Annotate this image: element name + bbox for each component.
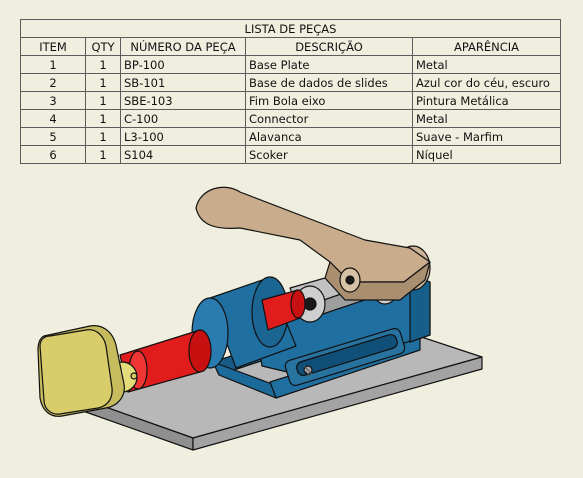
column-header-description: DESCRIÇÃO	[245, 37, 413, 56]
parts-list-title-row: LISTA DE PEÇAS	[19, 19, 562, 38]
cell-part-number: BP-100	[120, 55, 246, 74]
column-header-appearance: APARÊNCIA	[411, 37, 562, 56]
pressure-pad	[37, 325, 125, 417]
cell-description: Alavanca	[245, 127, 413, 146]
column-header-qty: QTY	[85, 37, 121, 56]
cell-description: Connector	[245, 109, 413, 128]
cell-appearance: Suave - Marfim	[411, 127, 562, 146]
cell-qty: 1	[85, 127, 121, 146]
cell-item: 4	[20, 109, 86, 128]
table-row: 2 1 SB-101 Base de dados de slides Azul …	[20, 73, 562, 92]
cell-appearance: Metal	[411, 109, 562, 128]
cell-item: 5	[20, 127, 86, 146]
cell-item: 3	[20, 91, 86, 110]
cell-item: 1	[20, 55, 86, 74]
table-row: 6 1 S104 Scoker Níquel	[20, 145, 562, 164]
cell-qty: 1	[85, 109, 121, 128]
cell-part-number: SBE-103	[120, 91, 246, 110]
parts-list-title: LISTA DE PEÇAS	[19, 19, 562, 38]
cell-appearance: Pintura Metálica	[411, 91, 562, 110]
cell-part-number: L3-100	[120, 127, 246, 146]
parts-list-table: LISTA DE PEÇAS ITEM QTY NÚMERO DA PEÇA D…	[19, 19, 562, 164]
cell-description: Scoker	[245, 145, 413, 164]
cell-item: 6	[20, 145, 86, 164]
cell-qty: 1	[85, 73, 121, 92]
cell-qty: 1	[85, 145, 121, 164]
cell-item: 2	[20, 73, 86, 92]
table-row: 5 1 L3-100 Alavanca Suave - Marfim	[20, 127, 562, 146]
cell-part-number: S104	[120, 145, 246, 164]
cell-part-number: SB-101	[120, 73, 246, 92]
table-row: 1 1 BP-100 Base Plate Metal	[20, 55, 562, 74]
cell-appearance: Níquel	[411, 145, 562, 164]
cell-appearance: Metal	[411, 55, 562, 74]
lever-handle	[195, 186, 431, 301]
cell-part-number: C-100	[120, 109, 246, 128]
parts-list-header-row: ITEM QTY NÚMERO DA PEÇA DESCRIÇÃO APARÊN…	[20, 37, 562, 56]
cell-qty: 1	[85, 91, 121, 110]
table-row: 3 1 SBE-103 Fim Bola eixo Pintura Metáli…	[20, 91, 562, 110]
cell-description: Base de dados de slides	[245, 73, 413, 92]
column-header-item: ITEM	[20, 37, 86, 56]
cell-qty: 1	[85, 55, 121, 74]
cell-description: Fim Bola eixo	[245, 91, 413, 110]
cell-appearance: Azul cor do céu, escuro	[411, 73, 562, 92]
table-row: 4 1 C-100 Connector Metal	[20, 109, 562, 128]
column-header-part-number: NÚMERO DA PEÇA	[120, 37, 246, 56]
toggle-clamp-assembly-drawing	[37, 186, 483, 451]
cell-description: Base Plate	[245, 55, 413, 74]
